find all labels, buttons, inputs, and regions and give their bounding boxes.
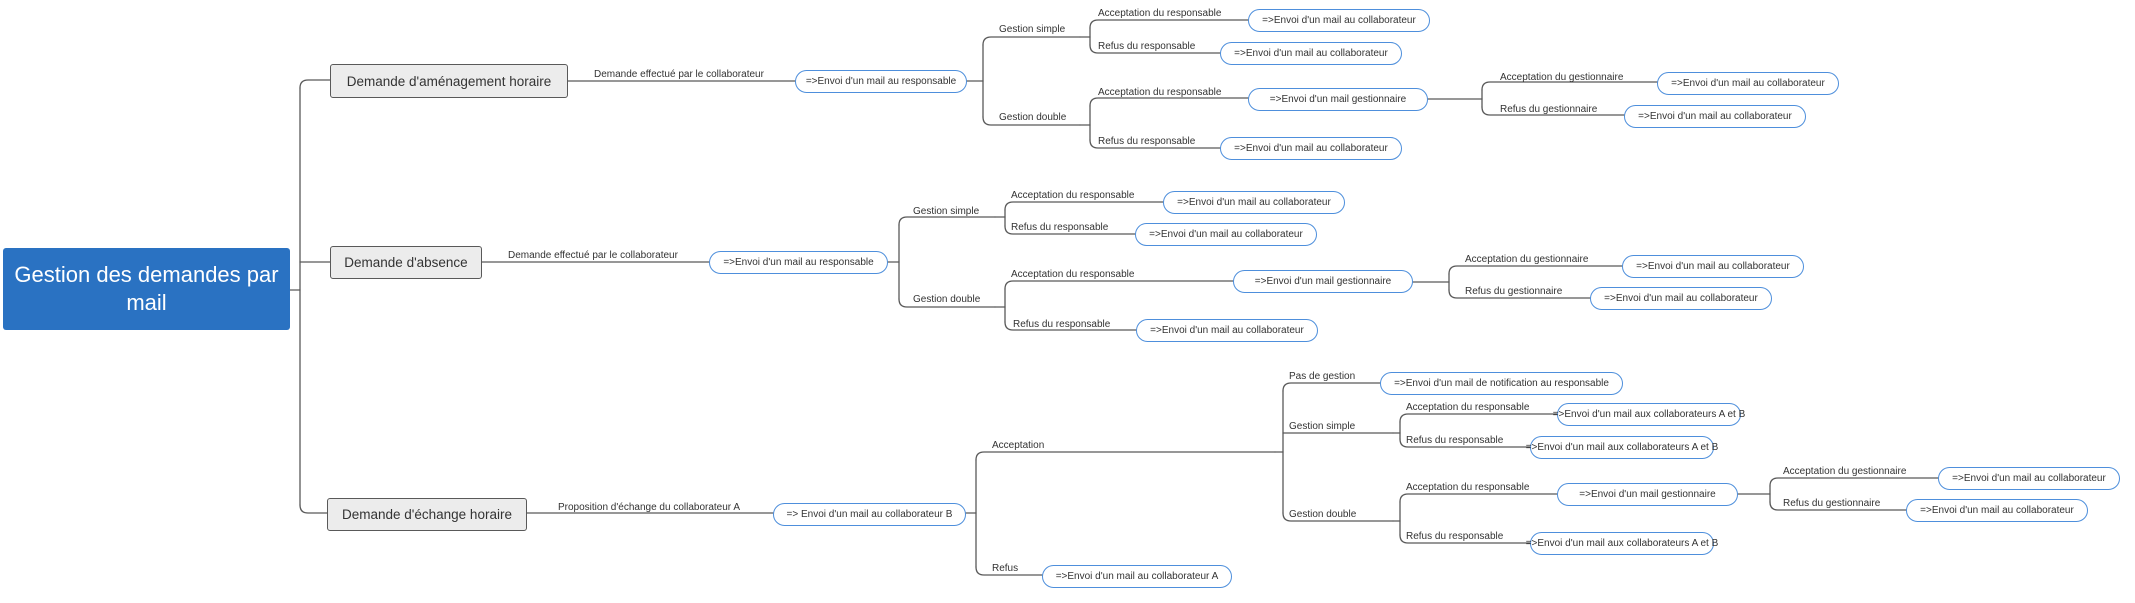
connector bbox=[982, 116, 1081, 126]
connector bbox=[1004, 321, 1137, 331]
label-acceptation-responsable: Acceptation du responsable bbox=[1406, 482, 1530, 493]
connector bbox=[975, 566, 1043, 576]
action-mail-collaborateur[interactable]: =>Envoi d'un mail au collaborateur bbox=[1938, 467, 2120, 490]
label-pas-de-gestion: Pas de gestion bbox=[1289, 371, 1356, 382]
action-mail-gestionnaire[interactable]: =>Envoi d'un mail gestionnaire bbox=[1233, 270, 1413, 293]
connector bbox=[898, 216, 996, 226]
label-acceptation-responsable: Acceptation du responsable bbox=[1011, 190, 1135, 201]
connector bbox=[1089, 139, 1221, 149]
connector bbox=[1089, 97, 1249, 107]
action-mail-collaborateur[interactable]: =>Envoi d'un mail au collaborateur bbox=[1220, 42, 1402, 65]
label-refus-gestionnaire: Refus du gestionnaire bbox=[1500, 104, 1598, 115]
action-mail-gestionnaire[interactable]: =>Envoi d'un mail gestionnaire bbox=[1557, 483, 1738, 506]
action-mail-collaborateurs-a-b[interactable]: =>Envoi d'un mail aux collaborateurs A e… bbox=[1553, 403, 1745, 426]
root-topic[interactable]: Gestion des demandes par mail bbox=[3, 248, 290, 330]
label-acceptation-responsable: Acceptation du responsable bbox=[1406, 402, 1530, 413]
link-label: Demande effectué par le collaborateur bbox=[594, 69, 764, 80]
action-mail-collaborateur[interactable]: =>Envoi d'un mail au collaborateur bbox=[1163, 191, 1345, 214]
connector bbox=[898, 298, 996, 308]
label-gestion-simple: Gestion simple bbox=[999, 24, 1066, 35]
label-gestion-simple: Gestion simple bbox=[913, 206, 980, 217]
label-refus-responsable: Refus du responsable bbox=[1011, 222, 1109, 233]
connector bbox=[1481, 106, 1625, 116]
action-mail-collaborateur-b[interactable]: => Envoi d'un mail au collaborateur B bbox=[773, 503, 966, 526]
action-mail-collaborateur[interactable]: =>Envoi d'un mail au collaborateur bbox=[1624, 105, 1806, 128]
action-mail-collaborateur[interactable]: =>Envoi d'un mail au collaborateur bbox=[1136, 319, 1318, 342]
label-gestion-double: Gestion double bbox=[913, 294, 981, 305]
action-mail-collaborateur[interactable]: =>Envoi d'un mail au collaborateur bbox=[1657, 72, 1839, 95]
topic-demande-echange[interactable]: Demande d'échange horaire bbox=[327, 498, 527, 531]
topic-demande-absence[interactable]: Demande d'absence bbox=[330, 246, 482, 279]
label-gestion-simple: Gestion simple bbox=[1289, 421, 1356, 432]
label-acceptation-gestionnaire: Acceptation du gestionnaire bbox=[1465, 254, 1589, 265]
connector bbox=[299, 504, 328, 514]
action-mail-gestionnaire[interactable]: =>Envoi d'un mail gestionnaire bbox=[1248, 88, 1428, 111]
label-gestion-double: Gestion double bbox=[1289, 509, 1357, 520]
connector bbox=[1089, 19, 1249, 29]
action-mail-notification-responsable[interactable]: =>Envoi d'un mail de notification au res… bbox=[1380, 372, 1623, 395]
connector bbox=[1004, 280, 1234, 290]
label-refus-responsable: Refus du responsable bbox=[1406, 435, 1504, 446]
connector bbox=[1282, 512, 1394, 522]
connector bbox=[1399, 493, 1558, 503]
connector bbox=[1481, 81, 1658, 91]
link-label: Proposition d'échange du collaborateur A bbox=[558, 502, 741, 513]
connector bbox=[1448, 289, 1591, 299]
label-refus-responsable: Refus du responsable bbox=[1013, 319, 1111, 330]
label-acceptation-gestionnaire: Acceptation du gestionnaire bbox=[1783, 466, 1907, 477]
action-mail-collaborateurs-a-b[interactable]: =>Envoi d'un mail aux collaborateurs A e… bbox=[1526, 532, 1718, 555]
label-refus-gestionnaire: Refus du gestionnaire bbox=[1783, 498, 1881, 509]
label-acceptation-responsable: Acceptation du responsable bbox=[1011, 269, 1135, 280]
connector bbox=[1399, 413, 1558, 423]
action-mail-collaborateurs-a-b[interactable]: =>Envoi d'un mail aux collaborateurs A e… bbox=[1526, 436, 1718, 459]
label-gestion-double: Gestion double bbox=[999, 112, 1067, 123]
action-mail-collaborateur[interactable]: =>Envoi d'un mail au collaborateur bbox=[1135, 223, 1317, 246]
action-mail-collaborateur[interactable]: =>Envoi d'un mail au collaborateur bbox=[1220, 137, 1402, 160]
action-mail-collaborateur[interactable]: =>Envoi d'un mail au collaborateur bbox=[1590, 287, 1772, 310]
label-refus-responsable: Refus du responsable bbox=[1098, 41, 1196, 52]
topic-demande-amenagement[interactable]: Demande d'aménagement horaire bbox=[330, 64, 568, 98]
connector bbox=[982, 36, 1081, 46]
action-mail-responsable[interactable]: =>Envoi d'un mail au responsable bbox=[795, 70, 967, 93]
connector bbox=[1004, 225, 1136, 235]
label-refus-responsable: Refus du responsable bbox=[1406, 531, 1504, 542]
connector bbox=[299, 79, 331, 89]
label-acceptation-responsable: Acceptation du responsable bbox=[1098, 87, 1222, 98]
action-mail-responsable[interactable]: =>Envoi d'un mail au responsable bbox=[709, 251, 888, 274]
label-acceptation-gestionnaire: Acceptation du gestionnaire bbox=[1500, 72, 1624, 83]
connector bbox=[1769, 501, 1907, 511]
action-mail-collaborateur[interactable]: =>Envoi d'un mail au collaborateur bbox=[1248, 9, 1430, 32]
link-label: Demande effectué par le collaborateur bbox=[508, 250, 678, 261]
action-mail-collaborateur[interactable]: =>Envoi d'un mail au collaborateur bbox=[1906, 499, 2088, 522]
label-refus: Refus bbox=[992, 563, 1019, 574]
root-title: Gestion des demandes par mail bbox=[14, 262, 279, 315]
connector bbox=[975, 451, 1276, 461]
label-refus-gestionnaire: Refus du gestionnaire bbox=[1465, 286, 1563, 297]
connector bbox=[1448, 265, 1623, 275]
connector bbox=[1089, 44, 1221, 54]
connector bbox=[1399, 438, 1531, 448]
action-mail-collaborateur[interactable]: =>Envoi d'un mail au collaborateur bbox=[1622, 255, 1804, 278]
connector bbox=[1004, 201, 1164, 211]
label-acceptation-responsable: Acceptation du responsable bbox=[1098, 8, 1222, 19]
connector bbox=[1399, 534, 1531, 544]
label-acceptation: Acceptation bbox=[992, 440, 1045, 451]
connector bbox=[1282, 382, 1381, 392]
label-refus-responsable: Refus du responsable bbox=[1098, 136, 1196, 147]
connector bbox=[1769, 477, 1939, 487]
action-mail-collaborateur-a[interactable]: =>Envoi d'un mail au collaborateur A bbox=[1042, 565, 1232, 588]
